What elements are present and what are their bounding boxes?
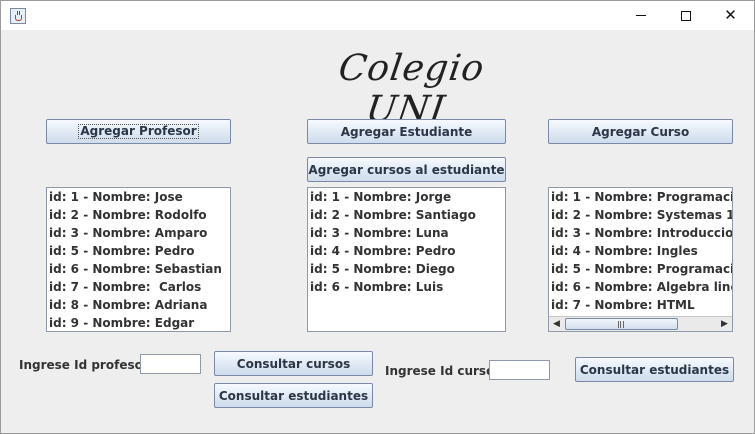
list-item[interactable]: id: 6 - Nombre: Luis	[310, 280, 444, 294]
add-courses-to-student-label: Agregar cursos al estudiante	[308, 162, 505, 177]
query-students-by-course-button[interactable]: Consultar estudiantes	[575, 357, 734, 382]
list-item[interactable]: id: 4 - Nombre: Pedro	[310, 244, 456, 258]
add-course-button[interactable]: Agregar Curso	[548, 119, 733, 144]
students-list[interactable]: id: 1 - Nombre: Jorge id: 2 - Nombre: Sa…	[307, 187, 506, 332]
list-item[interactable]: id: 8 - Nombre: Adriana	[49, 298, 208, 312]
list-item[interactable]: id: 6 - Nombre: Algebra lineal	[551, 280, 732, 294]
course-id-label: Ingrese Id curso	[385, 364, 495, 378]
query-students-by-teacher-label: Consultar estudiantes	[218, 388, 369, 403]
grip-icon	[618, 321, 624, 328]
list-item[interactable]: id: 5 - Nombre: Pedro	[49, 244, 195, 258]
course-id-field[interactable]	[489, 360, 550, 380]
add-course-label: Agregar Curso	[591, 124, 690, 139]
add-student-button[interactable]: Agregar Estudiante	[307, 119, 506, 144]
teacher-id-label: Ingrese Id profesor	[19, 358, 149, 372]
add-teacher-label: Agregar Profesor	[78, 124, 199, 139]
main-panel: Colegio UNI Agregar Profesor Agregar Est…	[1, 30, 754, 433]
steam-shape	[17, 11, 20, 15]
list-item[interactable]: id: 5 - Nombre: Programacion	[551, 262, 732, 276]
scroll-right-arrow-icon[interactable]: ▶	[721, 319, 728, 329]
courses-list[interactable]: id: 1 - Nombre: Programación ba id: 2 - …	[548, 187, 733, 332]
list-item[interactable]: id: 9 - Nombre: Edgar	[49, 316, 195, 330]
title-bar: ✕	[1, 1, 754, 30]
list-item[interactable]: id: 1 - Nombre: Jose	[49, 190, 183, 204]
maximize-button[interactable]	[663, 1, 708, 30]
list-item[interactable]: id: 7 - Nombre: HTML	[551, 298, 695, 312]
close-icon: ✕	[724, 6, 737, 24]
scrollbar-thumb[interactable]	[565, 318, 678, 330]
page-title: Colegio UNI	[336, 48, 488, 130]
minimize-button[interactable]	[618, 1, 663, 30]
cup-shape	[15, 15, 22, 21]
add-courses-to-student-button[interactable]: Agregar cursos al estudiante	[307, 157, 506, 182]
courses-horizontal-scrollbar[interactable]: ◀ ▶	[549, 316, 732, 331]
teachers-list[interactable]: id: 1 - Nombre: Jose id: 2 - Nombre: Rod…	[46, 187, 231, 332]
close-button[interactable]: ✕	[708, 1, 753, 30]
teacher-id-field[interactable]	[140, 354, 201, 374]
query-courses-label: Consultar cursos	[236, 356, 351, 371]
list-item[interactable]: id: 3 - Nombre: Amparo	[49, 226, 208, 240]
scroll-left-arrow-icon[interactable]: ◀	[553, 319, 560, 329]
add-teacher-button[interactable]: Agregar Profesor	[46, 119, 231, 144]
list-item[interactable]: id: 3 - Nombre: Introduccion a la	[551, 226, 732, 240]
list-item[interactable]: id: 1 - Nombre: Programación ba	[551, 190, 732, 204]
list-item[interactable]: id: 5 - Nombre: Diego	[310, 262, 455, 276]
list-item[interactable]: id: 4 - Nombre: Ingles	[551, 244, 698, 258]
list-item[interactable]: id: 1 - Nombre: Jorge	[310, 190, 452, 204]
list-item[interactable]: id: 2 - Nombre: Santiago	[310, 208, 476, 222]
query-students-by-teacher-button[interactable]: Consultar estudiantes	[214, 383, 373, 408]
add-student-label: Agregar Estudiante	[340, 124, 473, 139]
query-students-by-course-label: Consultar estudiantes	[579, 362, 730, 377]
maximize-icon	[680, 10, 691, 21]
java-app-icon	[10, 8, 26, 24]
list-item[interactable]: id: 6 - Nombre: Sebastian	[49, 262, 222, 276]
list-item[interactable]: id: 7 - Nombre: Carlos	[49, 280, 202, 294]
list-item[interactable]: id: 2 - Nombre: Systemas 1	[551, 208, 732, 222]
list-item[interactable]: id: 2 - Nombre: Rodolfo	[49, 208, 207, 222]
list-item[interactable]: id: 3 - Nombre: Luna	[310, 226, 449, 240]
minimize-icon	[635, 15, 646, 16]
query-courses-button[interactable]: Consultar cursos	[214, 351, 373, 376]
